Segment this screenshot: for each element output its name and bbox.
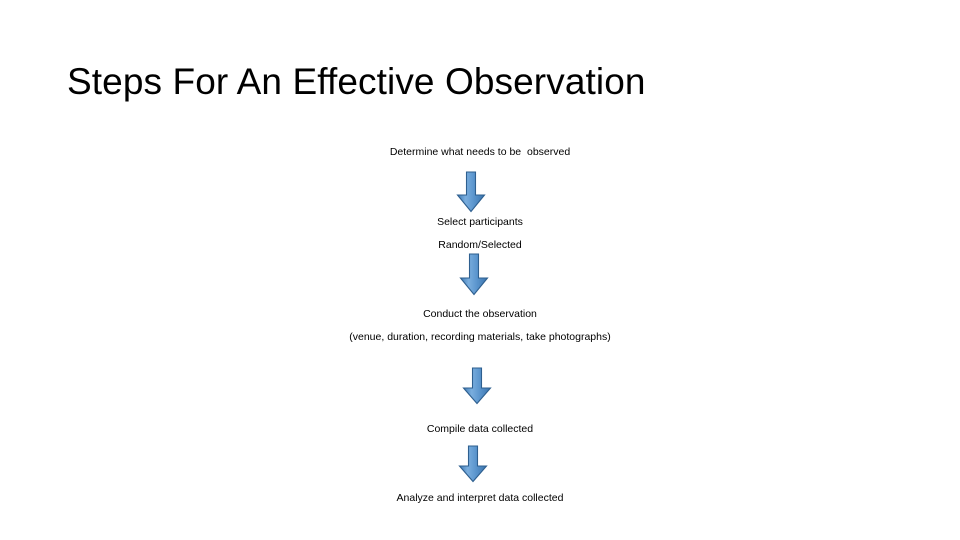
down-arrow-icon-2	[458, 253, 490, 296]
flow-step-4-line-1: Compile data collected	[426, 423, 534, 435]
page-title: Steps For An Effective Observation	[67, 61, 646, 102]
flow-step-2-line-2: Random/Selected	[438, 239, 522, 251]
flow-step-5-line-1: Analyze and interpret data collected	[396, 492, 564, 504]
down-arrow-icon-3	[461, 367, 493, 405]
flow-step-1-line-1: Determine what needs to be observed	[389, 146, 571, 158]
flow-step-3-line-2: (venue, duration, recording materials, t…	[349, 331, 611, 343]
down-arrow-icon-1	[455, 171, 487, 213]
down-arrow-icon-4	[457, 445, 489, 483]
flow-step-2-line-1: Select participants	[437, 216, 523, 228]
flow-step-3-line-1: Conduct the observation	[423, 308, 537, 320]
